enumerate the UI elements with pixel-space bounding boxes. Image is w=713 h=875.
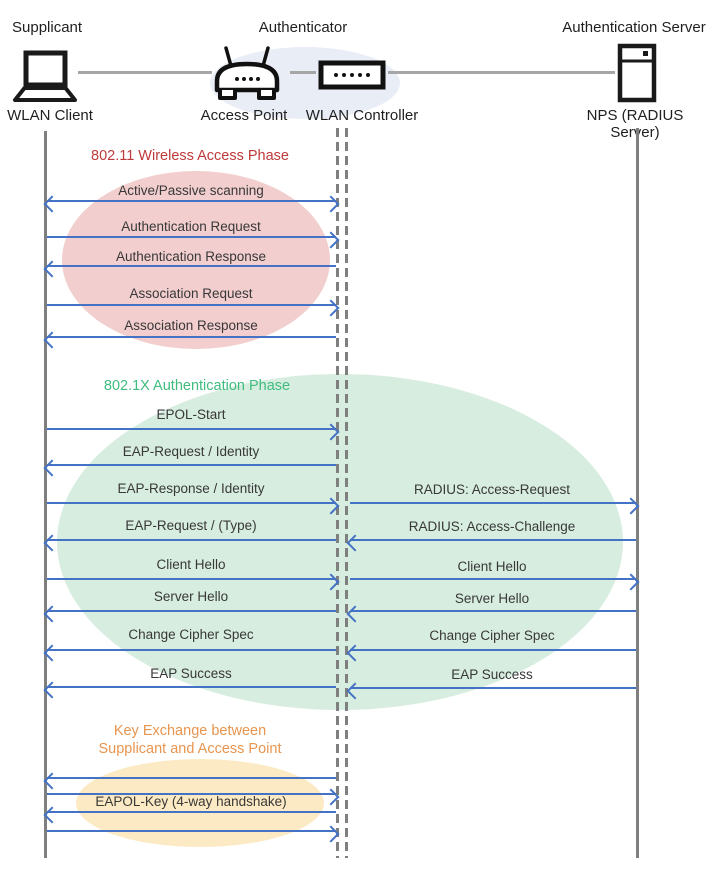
- message-arrow-right: [47, 502, 336, 504]
- lifeline-wlan-controller-right: [345, 128, 348, 858]
- message-arrow-left: [47, 777, 336, 779]
- node-label-nps-radius-server: NPS (RADIUS Server): [586, 107, 684, 141]
- lifeline-wlan-client: [44, 131, 47, 858]
- message-label: Server Hello: [153, 589, 229, 604]
- message-label: RADIUS: Access-Challenge: [408, 519, 576, 534]
- message-label: EAP-Request / Identity: [122, 444, 260, 459]
- node-label-wlan-client: WLAN Client: [7, 107, 93, 124]
- message-arrow-right: [47, 304, 336, 306]
- message-label: Client Hello: [156, 557, 226, 572]
- message-arrow-left: [350, 539, 636, 541]
- phase2-ellipse: [57, 374, 623, 710]
- message-label: EAP Success: [150, 666, 232, 681]
- message-arrow-left: [350, 687, 636, 689]
- message-label: EAPOL-Key (4-way handshake): [95, 794, 287, 809]
- message-arrow-left: [47, 464, 336, 466]
- message-arrow-right: [350, 502, 636, 504]
- message-label: Authentication Response: [115, 249, 267, 264]
- message-arrow-right: [47, 830, 336, 832]
- lifeline-radius-server: [636, 128, 639, 858]
- message-arrow-left: [350, 610, 636, 612]
- link-client-ap: [78, 71, 212, 74]
- role-supplicant: Supplicant: [12, 19, 83, 36]
- message-label: Change Cipher Spec: [128, 627, 254, 642]
- message-label: Authentication Request: [121, 219, 261, 234]
- message-arrow-both: [47, 200, 336, 202]
- message-label: Client Hello: [457, 559, 527, 574]
- message-arrow-right: [350, 578, 636, 580]
- message-label: EAP-Response / Identity: [117, 481, 265, 496]
- message-arrow-right: [47, 428, 336, 430]
- link-ap-controller: [290, 71, 316, 74]
- message-arrow-left: [47, 811, 336, 813]
- phase1-title: 802.11 Wireless Access Phase: [91, 148, 289, 164]
- message-label: Change Cipher Spec: [429, 628, 555, 643]
- phase3-title-line1: Key Exchange between: [113, 723, 267, 739]
- message-arrow-left: [47, 649, 336, 651]
- message-arrow-left: [47, 539, 336, 541]
- node-label-access-point: Access Point: [200, 107, 288, 124]
- phase3-ellipse: [76, 759, 324, 847]
- message-arrow-right: [47, 578, 336, 580]
- message-arrow-right: [47, 236, 336, 238]
- message-arrow-left: [350, 649, 636, 651]
- access-point-icon: [210, 44, 284, 106]
- node-label-wlan-controller: WLAN Controller: [305, 107, 419, 124]
- message-label: EAP-Request / (Type): [125, 518, 257, 533]
- phase3-title: Key Exchange between Supplicant and Acce…: [60, 722, 320, 758]
- role-authenticator: Authenticator: [258, 19, 348, 36]
- message-arrow-left: [47, 610, 336, 612]
- link-controller-server: [388, 71, 615, 74]
- role-authentication-server: Authentication Server: [562, 19, 706, 36]
- message-arrow-right: [47, 793, 336, 795]
- wlan-controller-icon: [318, 60, 386, 90]
- message-label: RADIUS: Access-Request: [413, 482, 571, 497]
- message-label: Active/Passive scanning: [118, 183, 264, 198]
- message-label: EAP Success: [451, 667, 533, 682]
- phase3-title-line2: Supplicant and Access Point: [98, 741, 282, 757]
- message-arrow-left: [47, 686, 336, 688]
- message-label: EPOL-Start: [156, 407, 226, 422]
- message-label: Server Hello: [454, 591, 530, 606]
- message-arrow-left: [47, 336, 336, 338]
- server-icon: [617, 43, 657, 103]
- message-arrow-left: [47, 265, 336, 267]
- lifeline-wlan-controller-left: [336, 128, 339, 858]
- phase2-title: 802.1X Authentication Phase: [103, 378, 291, 394]
- message-label: Association Request: [129, 286, 253, 301]
- laptop-icon: [12, 50, 78, 104]
- message-label: Association Response: [124, 318, 258, 333]
